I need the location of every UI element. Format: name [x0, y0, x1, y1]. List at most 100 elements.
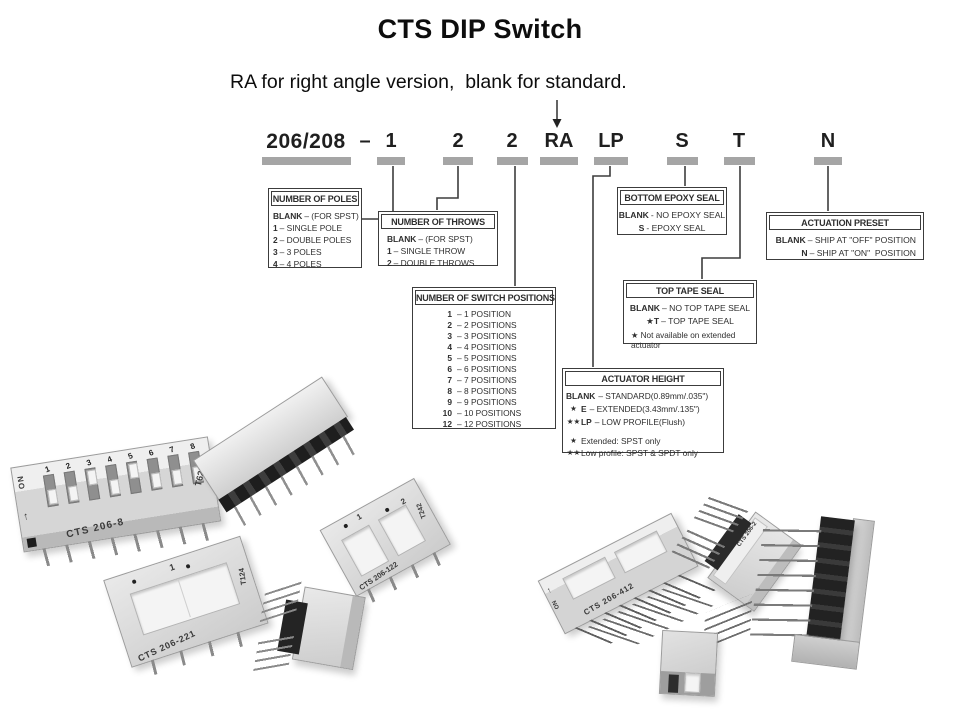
- legend-row: 4– 4 POLES: [273, 259, 322, 269]
- legend-row: S- EPOXY SEAL: [638, 222, 706, 233]
- legend-row: 4– 4 POSITIONS: [447, 342, 517, 352]
- photo-rotation-wrap: [742, 501, 886, 680]
- polarity-mark: [26, 537, 37, 548]
- slider-track: [167, 454, 184, 488]
- underline-bar: [377, 157, 405, 165]
- legend-row: 12– 12 POSITIONS: [442, 419, 522, 429]
- underline-bar: [443, 157, 473, 165]
- subtitle-ra-note: RA for right angle version, blank for st…: [230, 71, 627, 93]
- slider-track: [84, 467, 101, 501]
- part-field-throws: 2: [452, 130, 464, 152]
- top-tape-seal-legend-box: TOP TAPE SEAL BLANK– NO TOP TAPE SEAL★T–…: [623, 280, 757, 350]
- slider-track: [146, 457, 163, 491]
- underline-bar: [262, 157, 351, 165]
- on-label: ON: [15, 474, 27, 490]
- top-tape-seal-rows: BLANK– NO TOP TAPE SEAL★T– TOP TAPE SEAL: [624, 300, 756, 330]
- legend-footnote: ★★Low profile: SPST & SPDT only: [566, 448, 698, 459]
- photo-dip-switch-right-angle-cube: [253, 575, 367, 700]
- poles-legend-box: NUMBER OF POLES BLANK– (FOR SPST) 1– SING…: [268, 188, 362, 269]
- on-label: ON: [551, 599, 562, 610]
- part-field-preset: N: [820, 130, 836, 152]
- on-arrow-icon: ↑: [545, 585, 553, 596]
- part-field-poles: 1: [385, 130, 397, 152]
- legend-row: BLANK– (FOR SPST): [273, 211, 359, 221]
- page-title: CTS DIP Switch: [377, 14, 583, 44]
- part-field-tape-seal: T: [732, 130, 746, 152]
- slider-knob: [86, 469, 98, 486]
- slider-track: [42, 473, 59, 508]
- legend-row: 2– DOUBLE POLES: [273, 235, 352, 245]
- actuator-height-title: ACTUATOR HEIGHT: [565, 371, 721, 386]
- slider-track: [63, 470, 80, 504]
- legend-row: 3– 3 POSITIONS: [447, 331, 517, 341]
- slider-window: [684, 672, 702, 694]
- index-dot: [343, 523, 349, 529]
- slider-knob: [108, 478, 121, 496]
- underline-bar: [540, 157, 578, 165]
- legend-row: 5– 5 POSITIONS: [447, 353, 517, 363]
- photo-dip-switch-edge-on-long-pins: [750, 508, 877, 673]
- bottom-epoxy-seal-title: BOTTOM EPOXY SEAL: [620, 190, 724, 205]
- legend-row: 7– 7 POSITIONS: [447, 375, 517, 385]
- underline-bar: [497, 157, 528, 165]
- index-dot: [384, 507, 390, 513]
- actuator-height-legend-box: ACTUATOR HEIGHT BLANK– STANDARD(0.89mm/.…: [562, 368, 724, 458]
- legend-row: 8– 8 POSITIONS: [447, 386, 517, 396]
- switch-body: [658, 629, 719, 697]
- legend-row: 10– 10 POSITIONS: [442, 408, 522, 418]
- legend-row: N– SHIP AT "ON" POSITION: [801, 248, 916, 258]
- photo-rotation-wrap: [252, 567, 377, 708]
- underline-bar: [814, 157, 842, 165]
- slider-knob: [67, 485, 79, 502]
- photo-rotation-wrap: [642, 593, 757, 710]
- legend-row: 2– DOUBLE THROWS: [387, 258, 475, 268]
- actuator-height-rows: BLANK– STANDARD(0.89mm/.035") ★E– EXTENDE…: [563, 388, 723, 431]
- legend-row: BLANK– SHIP AT "OFF" POSITION: [775, 235, 916, 245]
- actuation-preset-legend-box: ACTUATION PRESET BLANK– SHIP AT "OFF" PO…: [766, 212, 924, 260]
- slider-knob: [46, 488, 58, 505]
- legend-row: 9– 9 POSITIONS: [447, 397, 517, 407]
- top-tape-seal-note: ★ Not available on extended actuator: [631, 331, 736, 350]
- legend-row: 2– 2 POSITIONS: [447, 320, 517, 330]
- pins: [253, 631, 295, 672]
- part-field-actuator-height: LP: [598, 130, 624, 152]
- on-arrow-icon: ↑: [22, 510, 30, 524]
- legend-row: 6– 6 POSITIONS: [447, 364, 517, 374]
- index-dot: [131, 579, 137, 585]
- legend-row: 1– SINGLE THROW: [387, 246, 466, 256]
- legend-row: ★T– TOP TAPE SEAL: [646, 315, 734, 326]
- slider-knob: [171, 469, 183, 486]
- throws-legend-rows: BLANK– (FOR SPST) 1– SINGLE THROW 2– DOUBL…: [379, 231, 497, 272]
- legend-footnote: ★Extended: SPST only: [570, 436, 661, 447]
- date-code-label: T242: [415, 501, 429, 520]
- throws-legend-box: NUMBER OF THROWS BLANK– (FOR SPST) 1– SIN…: [378, 211, 498, 268]
- legend-row: BLANK– STANDARD(0.89mm/.035"): [566, 391, 709, 401]
- legend-row: 3– 3 POLES: [273, 247, 322, 257]
- index-dot: [185, 563, 191, 569]
- actuation-preset-title: ACTUATION PRESET: [769, 215, 921, 230]
- position-number: 1: [355, 511, 364, 522]
- throws-legend-title: NUMBER OF THROWS: [381, 214, 495, 229]
- legend-row: ★E– EXTENDED(3.43mm/.135"): [570, 403, 700, 414]
- legend-row: BLANK- NO EPOXY SEAL: [618, 210, 726, 220]
- date-code-label: T124: [236, 567, 248, 586]
- actuation-preset-rows: BLANK– SHIP AT "OFF" POSITION N– SHIP AT …: [767, 232, 923, 263]
- legend-row: BLANK– (FOR SPST): [387, 234, 473, 244]
- part-field-right-angle: RA: [544, 130, 574, 152]
- legend-row: 1– SINGLE POLE: [273, 223, 343, 233]
- position-number: 1: [168, 561, 177, 573]
- underline-bar: [667, 157, 698, 165]
- photo-dip-switch-small-cube: [642, 593, 757, 710]
- part-field-epoxy-seal: S: [675, 130, 689, 152]
- slider-knob: [150, 472, 162, 489]
- poles-legend-title: NUMBER OF POLES: [271, 191, 359, 206]
- part-field-positions: 2: [506, 130, 518, 152]
- switch-positions-legend-title: NUMBER OF SWITCH POSITIONS: [415, 290, 555, 305]
- underline-bar: [594, 157, 628, 165]
- legend-row: ★★LP– LOW PROFILE(Flush): [566, 416, 685, 427]
- top-tape-seal-title: TOP TAPE SEAL: [626, 283, 754, 298]
- subtitle-arrow-head: [552, 119, 562, 128]
- legend-row: 1– 1 POSITION: [447, 309, 511, 319]
- actuator-height-notes: ★Extended: SPST only★★Low profile: SPST …: [563, 435, 723, 459]
